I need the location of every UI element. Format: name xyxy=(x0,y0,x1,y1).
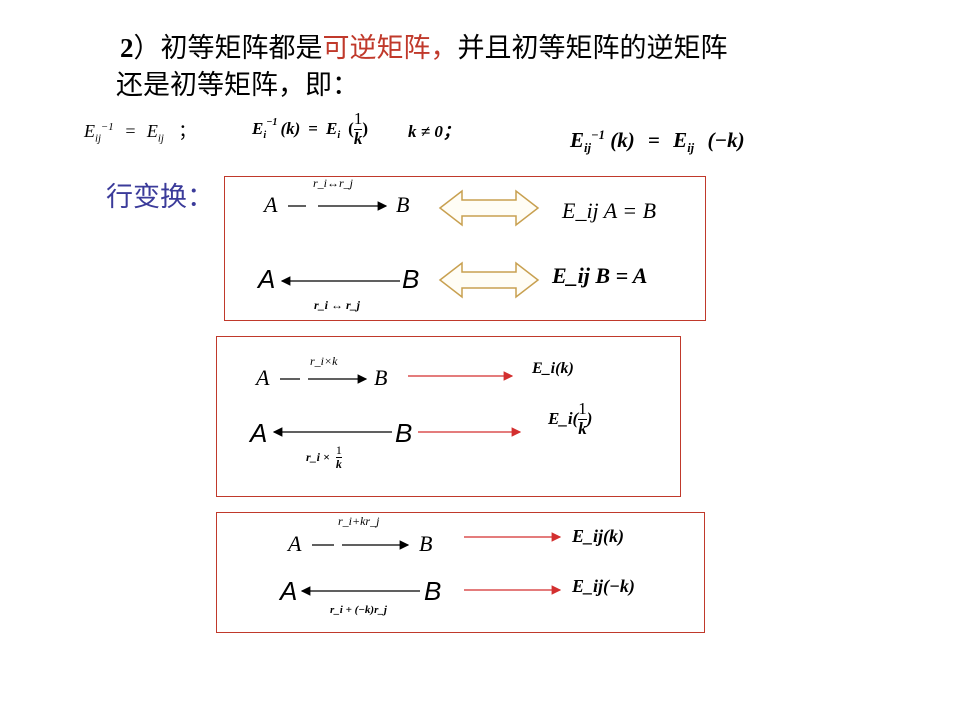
heading-text: 初等矩阵都是 xyxy=(160,33,323,64)
row-transform-label: 行变换： xyxy=(106,182,214,213)
box1-B-back: B xyxy=(402,264,420,294)
box1-forward-label: r_i↔r_j xyxy=(313,176,354,190)
box3-B-back: B xyxy=(424,576,442,606)
box2-B-forward: B xyxy=(374,365,388,390)
box2-B-back: B xyxy=(395,418,413,448)
item-paren: ） xyxy=(133,33,161,64)
add-transform-box xyxy=(216,512,705,633)
box3-B-forward: B xyxy=(419,531,433,556)
heading-highlight: 可逆矩阵， xyxy=(322,33,458,64)
box1-B-forward: B xyxy=(396,192,410,217)
box1-result-bottom: E_ij B = A xyxy=(552,263,648,288)
box3-result-top: E_ij(k) xyxy=(572,526,624,546)
box3-A-back: A xyxy=(280,576,298,606)
box3-back-label: r_i + (−k)r_j xyxy=(330,604,387,616)
box1-result-top: E_ij A = B xyxy=(562,198,657,223)
box1-back-label: r_i ↔ r_j xyxy=(314,298,361,312)
swap-transform-box xyxy=(224,176,706,321)
formula-inverse-add: Eij−1 (k) = Eij (−k) xyxy=(570,128,745,156)
box2-A-back: A xyxy=(250,418,268,448)
box2-result-top: E_i(k) xyxy=(532,360,574,377)
item-number: 2 xyxy=(120,33,134,63)
heading-line-1: 2）初等矩阵都是可逆矩阵，并且初等矩阵的逆矩阵 xyxy=(120,30,728,67)
box3-result-bottom: E_ij(−k) xyxy=(572,576,635,596)
heading-line-2: 还是初等矩阵，即： xyxy=(116,70,359,101)
box2-forward-label: r_i×k xyxy=(310,354,338,368)
box3-forward-label: r_i+kr_j xyxy=(338,514,380,528)
box3-A-forward: A xyxy=(288,531,302,556)
scale-transform-box xyxy=(216,336,681,497)
box2-A-forward: A xyxy=(256,365,270,390)
equivalence-double-arrow xyxy=(438,261,540,299)
box1-A-forward: A xyxy=(264,192,278,217)
heading-text-2: 并且初等矩阵的逆矩阵 xyxy=(457,33,728,64)
box1-A-back: A xyxy=(258,264,276,294)
k-nonzero-condition: k ≠ 0； xyxy=(408,121,460,141)
equivalence-double-arrow xyxy=(438,189,540,227)
formula-inverse-swap: Eij−1 = Eij ； xyxy=(84,121,197,145)
